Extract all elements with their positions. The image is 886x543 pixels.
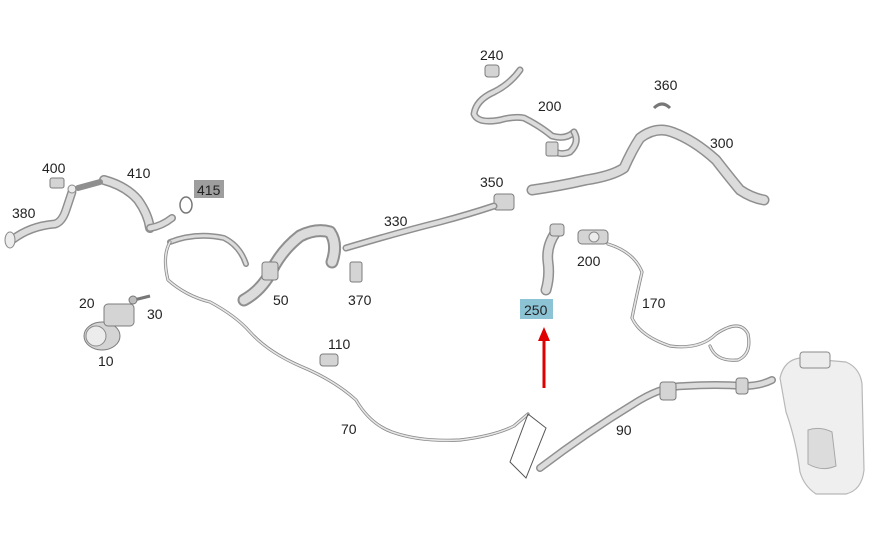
- callout-110[interactable]: 110: [328, 336, 351, 352]
- clip-360[interactable]: [652, 102, 672, 110]
- callout-415-highlight: [194, 180, 224, 198]
- callout-350[interactable]: 350: [480, 174, 504, 190]
- hose-200-upper[interactable]: [470, 66, 580, 158]
- callout-10[interactable]: 10: [98, 353, 114, 369]
- expansion-tank[interactable]: [779, 351, 865, 495]
- callout-50[interactable]: 50: [273, 292, 289, 308]
- hose-300[interactable]: [526, 124, 770, 206]
- callout-250-highlight: [520, 299, 553, 319]
- line-70[interactable]: [163, 240, 547, 479]
- callout-20[interactable]: 20: [79, 295, 95, 311]
- bracket-240[interactable]: [484, 64, 500, 78]
- hose-380[interactable]: [4, 187, 77, 249]
- hose-50[interactable]: [167, 224, 342, 307]
- callout-370[interactable]: 370: [348, 292, 372, 308]
- callout-30[interactable]: 30: [147, 306, 163, 322]
- callout-200-lower[interactable]: 200: [577, 253, 601, 269]
- hose-410[interactable]: [75, 175, 176, 233]
- callout-300[interactable]: 300: [710, 135, 734, 151]
- clamp-400[interactable]: [49, 177, 77, 194]
- bracket-370[interactable]: [349, 261, 363, 283]
- callout-170[interactable]: 170: [642, 295, 666, 311]
- clip-110[interactable]: [319, 353, 339, 367]
- callout-400[interactable]: 400: [42, 160, 66, 176]
- callout-200-upper[interactable]: 200: [538, 98, 562, 114]
- connector-350[interactable]: [493, 193, 515, 211]
- callout-380[interactable]: 380: [12, 205, 36, 221]
- callout-90[interactable]: 90: [616, 422, 632, 438]
- callout-360[interactable]: 360: [654, 77, 678, 93]
- callout-70[interactable]: 70: [341, 421, 357, 437]
- hose-250[interactable]: [540, 223, 565, 296]
- callout-410[interactable]: 410: [127, 165, 151, 181]
- pump-10[interactable]: [83, 303, 135, 351]
- hose-200-lower[interactable]: [577, 229, 609, 245]
- callout-330[interactable]: 330: [384, 213, 408, 229]
- o-ring-415[interactable]: [179, 196, 193, 214]
- hose-330[interactable]: [342, 202, 498, 252]
- pointer-arrow: [538, 327, 550, 388]
- hose-90[interactable]: [536, 376, 776, 472]
- callout-415[interactable]: 415: [197, 182, 221, 198]
- screw-30[interactable]: [128, 294, 151, 305]
- line-170[interactable]: [606, 242, 751, 362]
- callout-240[interactable]: 240: [480, 47, 504, 63]
- callout-250[interactable]: 250: [524, 302, 548, 318]
